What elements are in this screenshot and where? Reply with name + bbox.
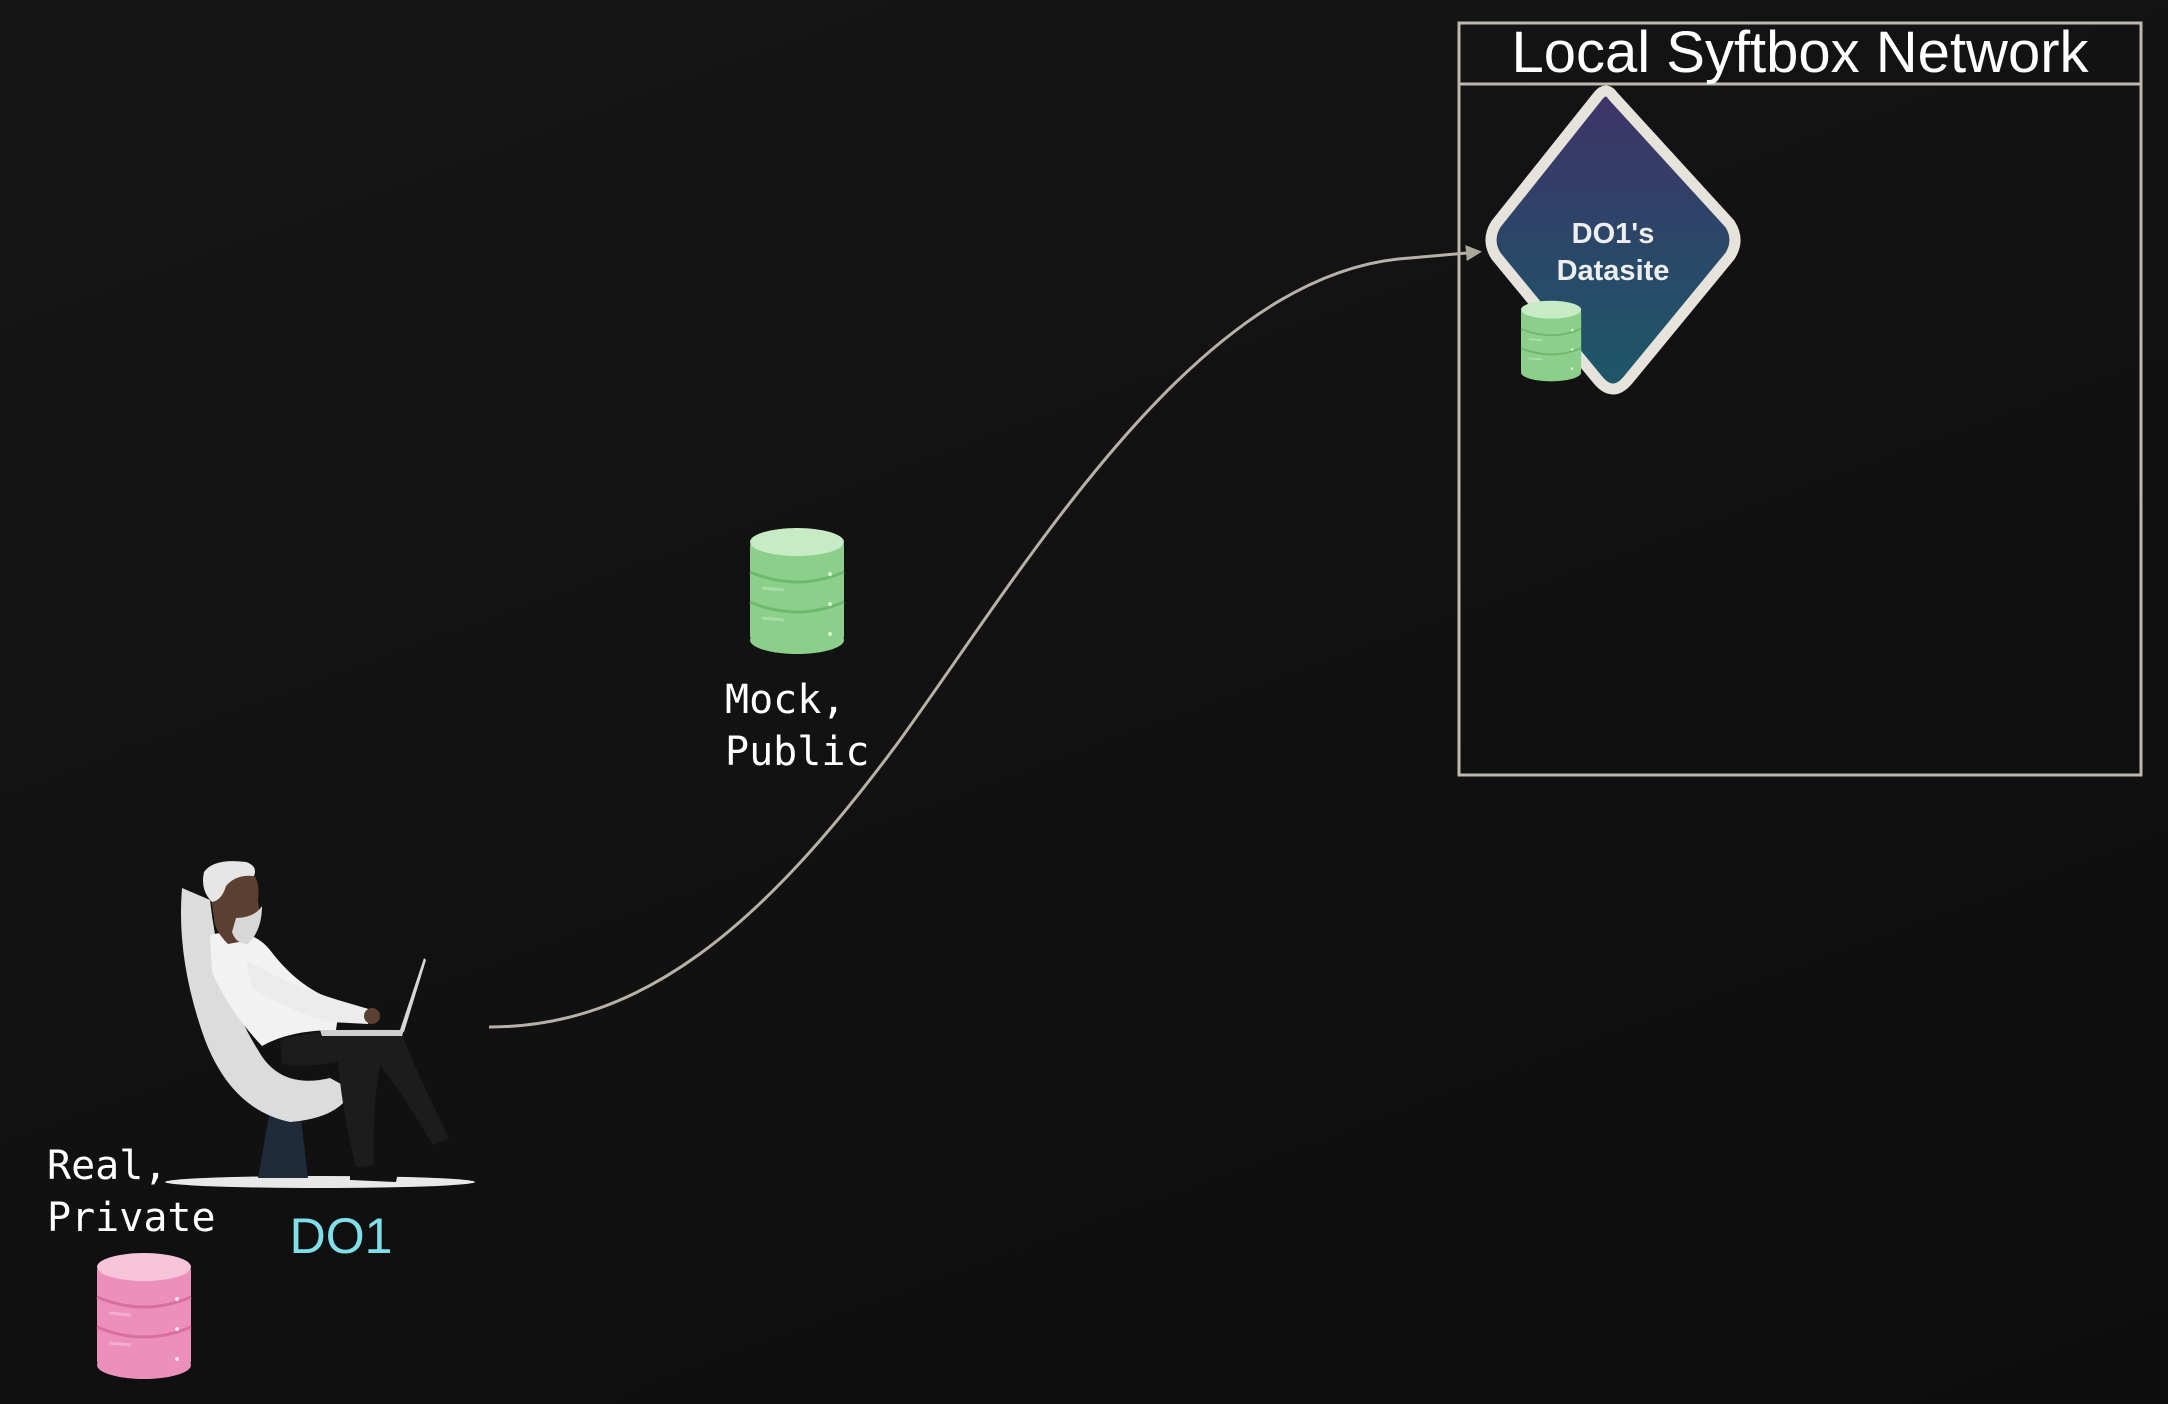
datasite-node[interactable]: DO1's Datasite [1485,85,1741,395]
real-label-line2: Private [47,1195,216,1241]
person-shoe [350,1166,398,1182]
chair-shell [180,888,352,1122]
chair-stem [258,1110,308,1178]
real-label-line1: Real, [47,1143,167,1189]
mock-label-line1: Mock, [725,677,845,723]
datasite-label-line2: Datasite [1557,255,1670,287]
datasite-database-icon [1520,299,1583,383]
person-hand [364,1008,380,1024]
laptop-base [320,1030,404,1036]
person-shoe [430,1130,478,1156]
mock-database-icon [748,526,846,656]
person-legs [280,1028,450,1168]
upload-arrow [488,245,1482,1029]
datasite-label-line1: DO1's [1572,218,1655,250]
real-dataset[interactable]: Real, Private [47,1143,216,1381]
network-title: Local Syftbox Network [1511,20,2089,85]
person-beard [232,906,262,944]
mock-label-line2: Public [725,729,870,775]
owner-name: DO1 [290,1208,393,1264]
chair-base [165,1176,475,1188]
network-box: Local Syftbox Network [1457,20,2143,777]
owner-figure [76,861,600,1280]
person-arm [246,960,372,1024]
real-database-icon [95,1251,193,1381]
mock-dataset[interactable]: Mock, Public [725,526,870,775]
person-hair [203,861,255,902]
laptop-icon [400,958,426,1032]
